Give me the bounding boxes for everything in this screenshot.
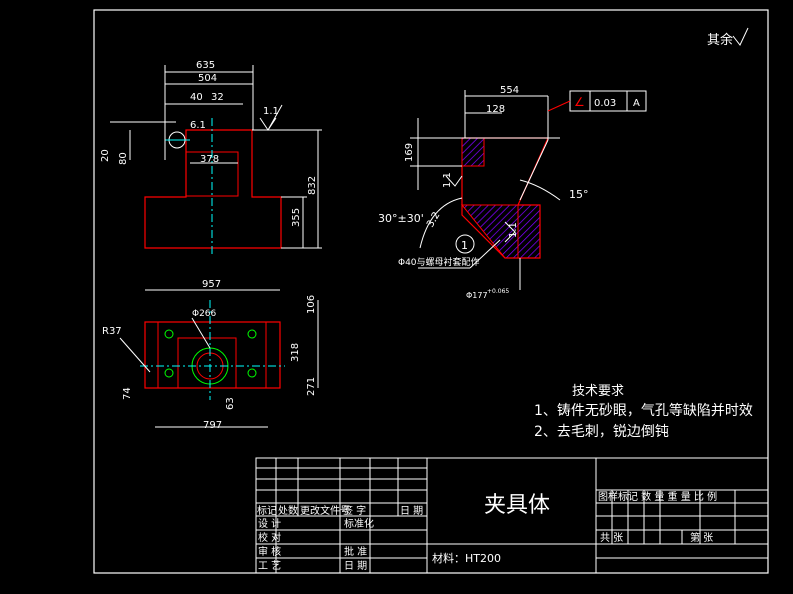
detail-roughness-1-icon — [445, 175, 463, 187]
dim-957: 957 — [202, 279, 221, 290]
tb-design: 设 计 — [258, 517, 281, 530]
tech-req-1: 1、铸件无砂眼，气孔等缺陷并时效 — [534, 402, 753, 419]
dim-169: 169 — [404, 143, 415, 162]
tb-check: 校 对 — [258, 531, 281, 544]
dim-271: 271 — [306, 377, 317, 396]
tb-approve: 批 准 — [344, 545, 367, 558]
detail-roughness-2: 1.1 — [508, 222, 519, 238]
title-block — [255, 457, 769, 574]
tb-sign: 签 字 — [343, 504, 366, 517]
angle-arc-30 — [419, 197, 463, 249]
dim-318: 318 — [290, 343, 301, 362]
dim-378: 378 — [200, 154, 219, 165]
detail-hatch-top — [461, 137, 485, 167]
dim-128: 128 — [486, 104, 505, 115]
front-roughness-icon — [259, 104, 283, 131]
dim-177: Φ177 — [466, 291, 488, 300]
tb-date2: 日 期 — [344, 560, 367, 572]
dim-32: 32 — [211, 92, 224, 103]
angle-line-15 — [519, 139, 549, 201]
dim-r37: R37 — [102, 326, 122, 337]
dim-832: 832 — [307, 176, 318, 195]
detail-balloon — [455, 234, 475, 254]
top-hole-3 — [164, 368, 174, 378]
roughness-symbol-icon — [732, 27, 749, 46]
dim-40: 40 — [190, 92, 203, 103]
leader-266 — [191, 317, 211, 349]
dim-504: 504 — [198, 73, 217, 84]
tb-right-header: 图样标记 数 量 重 量 比 例 — [598, 490, 717, 503]
detail-note: Φ40与螺母衬套配作 — [398, 256, 480, 268]
drawing-title: 夹具体 — [484, 493, 550, 518]
tb-mark: 标记 — [257, 505, 277, 517]
front-view: 635 504 40 32 6.1 378 1.1 20 80 832 355 — [100, 60, 322, 255]
note-leader — [469, 239, 501, 269]
tolerance-leader — [547, 100, 571, 112]
top-view: 957 Φ266 R37 797 106 318 271 74 63 — [102, 279, 319, 431]
dim-797: 797 — [203, 420, 222, 431]
detail-roughness-2-icon — [504, 221, 516, 243]
front-roughness-value: 1.1 — [263, 106, 279, 117]
top-hole-4 — [247, 368, 257, 378]
dim-177-tol: +0.065 — [487, 288, 509, 295]
tb-qty: 处数 — [278, 504, 298, 517]
top-view-boss — [177, 337, 237, 389]
top-hole-2 — [247, 329, 257, 339]
tb-date: 日 期 — [400, 505, 423, 517]
dim-355: 355 — [291, 208, 302, 227]
tolerance-value: 0.03 — [594, 98, 616, 109]
tb-process: 工 艺 — [258, 560, 281, 572]
dim-80: 80 — [118, 152, 129, 165]
angle-arc-15 — [519, 179, 561, 201]
tb-review: 审 核 — [258, 545, 281, 558]
detail-view: ∠ 0.03 A 554 128 169 1.1 1.1 3.2 30°±30'… — [378, 85, 647, 300]
dim-angle-30: 30°±30' — [378, 212, 424, 225]
leader-r37 — [119, 337, 151, 373]
tech-req-title: 技术要求 — [572, 384, 624, 399]
detail-hatch-right — [517, 204, 541, 259]
dim-635: 635 — [196, 60, 215, 71]
roughness-note: 其余 — [707, 32, 733, 48]
tech-req-2: 2、去毛刺，锐边倒钝 — [534, 424, 669, 440]
tolerance-symbol: ∠ — [574, 95, 585, 109]
tb-sheet-no: 第 张 — [690, 531, 713, 544]
tb-sheets-total: 共 张 — [600, 532, 623, 544]
detail-roughness-3: 3.2 — [425, 210, 442, 229]
top-hole-1 — [164, 329, 174, 339]
dim-266: Φ266 — [192, 309, 217, 319]
tb-std: 标准化 — [344, 517, 374, 530]
tb-change: 更改文件号 — [300, 504, 350, 517]
dim-63: 63 — [225, 397, 236, 410]
dim-74: 74 — [122, 387, 133, 400]
material-label: 材料：HT200 — [432, 551, 501, 565]
detail-roughness-1: 1.1 — [442, 172, 453, 188]
tolerance-datum: A — [633, 98, 640, 109]
detail-balloon-label: 1 — [461, 239, 468, 252]
dim-angle-15: 15° — [569, 188, 589, 201]
dim-554: 554 — [500, 85, 519, 96]
dim-106: 106 — [306, 295, 317, 314]
dim-20: 20 — [100, 149, 111, 162]
dim-6-1: 6.1 — [190, 120, 206, 131]
